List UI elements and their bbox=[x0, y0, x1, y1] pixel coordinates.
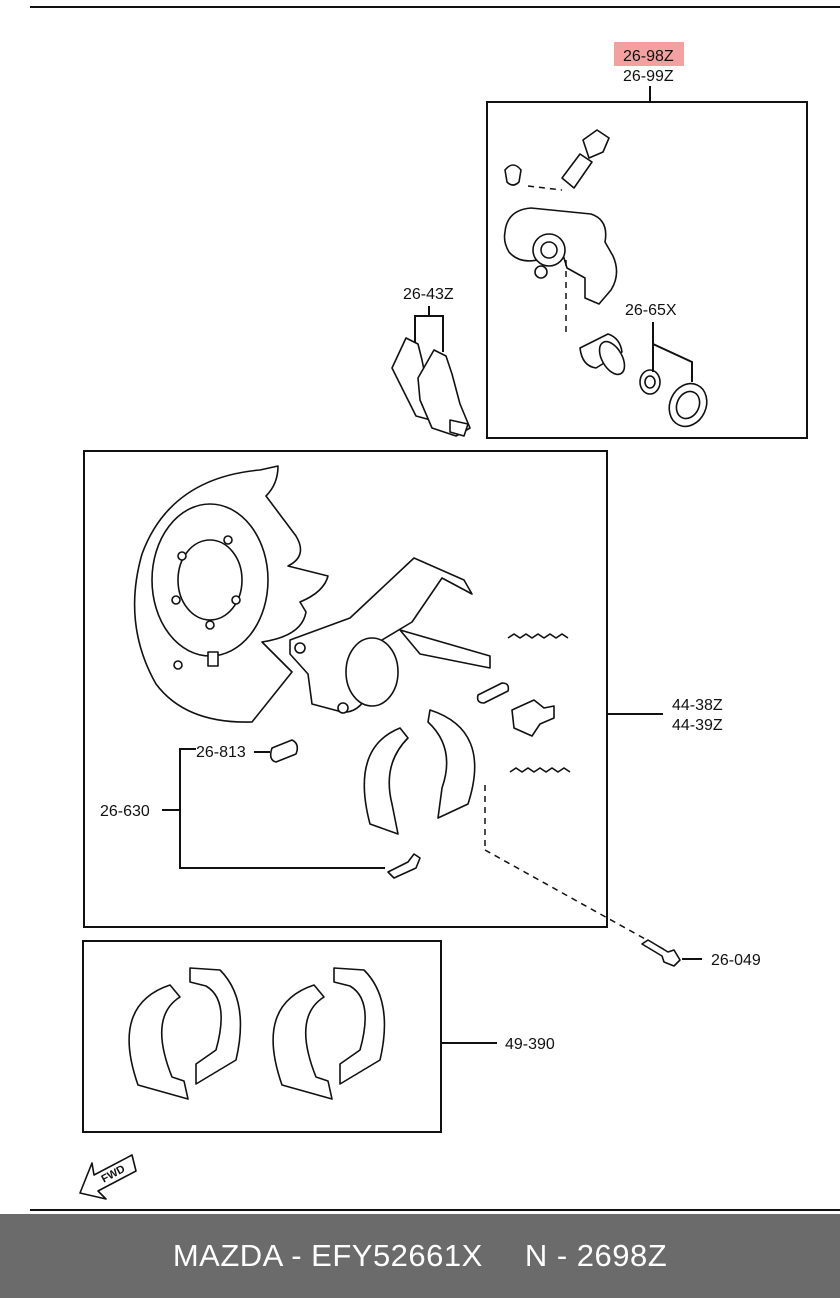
fwd-arrow: FWD bbox=[79, 1154, 137, 1200]
leader-seal-kit bbox=[652, 322, 693, 382]
caliper-drawing bbox=[503, 129, 708, 428]
part-info-footer: MAZDA - EFY52661X N - 2698Z bbox=[0, 1214, 840, 1298]
backing-plate-box bbox=[83, 450, 608, 928]
parking-shoes-drawing bbox=[128, 967, 386, 1100]
leader-26-630 bbox=[179, 748, 385, 869]
exploded-parts-diagram: 26-98Z 26-99Z 26-65X 26-43Z bbox=[30, 6, 840, 1211]
part-highlight bbox=[614, 42, 684, 66]
label-44-38z[interactable]: 44-38Z bbox=[672, 697, 723, 714]
label-26-99z[interactable]: 26-99Z bbox=[623, 68, 674, 85]
label-44-39z[interactable]: 44-39Z bbox=[672, 717, 723, 734]
label-26-813[interactable]: 26-813 bbox=[196, 744, 246, 761]
label-26-98z[interactable]: 26-98Z bbox=[623, 48, 674, 65]
reference-number: N - 2698Z bbox=[524, 1238, 668, 1273]
brand-part-number: MAZDA - EFY52661X bbox=[172, 1238, 483, 1273]
brake-pads-drawing bbox=[391, 337, 471, 437]
label-26-630[interactable]: 26-630 bbox=[100, 803, 150, 820]
label-49-390[interactable]: 49-390 bbox=[505, 1036, 555, 1053]
caliper-assembly-box bbox=[486, 101, 808, 439]
label-26-049[interactable]: 26-049 bbox=[711, 952, 761, 969]
label-26-43z[interactable]: 26-43Z bbox=[403, 286, 454, 303]
backing-plate-drawing bbox=[133, 465, 666, 951]
label-26-65x[interactable]: 26-65X bbox=[625, 302, 677, 319]
parking-shoe-box bbox=[82, 940, 442, 1133]
mount-bolt-drawing bbox=[641, 939, 681, 967]
